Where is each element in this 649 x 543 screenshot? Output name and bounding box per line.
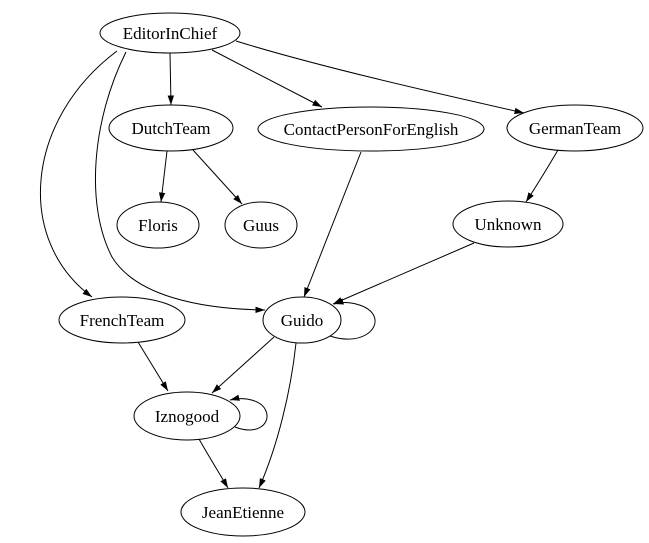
node-label-DutchTeam: DutchTeam — [131, 119, 210, 138]
edge-EditorInChief-ContactPersonForEnglish — [211, 49, 323, 108]
node-ellipse-JeanEtienne — [180, 487, 306, 537]
edge-GermanTeam-Unknown — [525, 149, 559, 203]
node-label-Guus: Guus — [243, 216, 279, 235]
node-JeanEtienne: JeanEtienne — [180, 487, 306, 537]
node-label-FrenchTeam: FrenchTeam — [80, 311, 165, 330]
node-Floris: Floris — [116, 201, 200, 249]
edge-DutchTeam-Guus — [192, 149, 243, 205]
edge-Iznogood-Iznogood-selfloop — [229, 394, 268, 431]
node-label-ContactPersonForEnglish: ContactPersonForEnglish — [284, 120, 459, 139]
node-ellipse-GermanTeam — [506, 104, 644, 152]
edge-Guido-JeanEtienne — [258, 342, 297, 489]
node-Guus: Guus — [224, 201, 298, 249]
node-FrenchTeam: FrenchTeam — [58, 296, 186, 344]
node-Iznogood: Iznogood — [133, 391, 241, 441]
node-label-Unknown: Unknown — [474, 215, 542, 234]
node-ContactPersonForEnglish: ContactPersonForEnglish — [257, 106, 485, 152]
node-Guido: Guido — [262, 296, 342, 344]
edge-FrenchTeam-Iznogood — [137, 341, 169, 392]
edge-Unknown-Guido — [332, 242, 475, 305]
node-GermanTeam: GermanTeam — [506, 104, 644, 152]
node-ellipse-DutchTeam — [108, 104, 234, 152]
edge-EditorInChief-FrenchTeam — [40, 50, 118, 298]
node-ellipse-Floris — [116, 201, 200, 249]
node-label-EditorInChief: EditorInChief — [123, 24, 218, 43]
node-ellipse-Unknown — [452, 200, 564, 248]
edges-layer — [40, 40, 559, 489]
edge-EditorInChief-DutchTeam — [167, 52, 175, 106]
node-label-Iznogood: Iznogood — [155, 407, 220, 426]
node-label-GermanTeam: GermanTeam — [529, 119, 621, 138]
node-label-Floris: Floris — [138, 216, 178, 235]
edge-Guido-Guido-selfloop — [329, 298, 376, 340]
edge-DutchTeam-Floris — [158, 150, 168, 203]
node-ellipse-EditorInChief — [99, 12, 241, 54]
edge-Guido-Iznogood — [211, 336, 275, 394]
edge-EditorInChief-GermanTeam — [235, 40, 525, 115]
node-ellipse-Guido — [262, 296, 342, 344]
node-ellipse-ContactPersonForEnglish — [257, 106, 485, 152]
node-label-JeanEtienne: JeanEtienne — [202, 503, 284, 522]
node-DutchTeam: DutchTeam — [108, 104, 234, 152]
node-ellipse-FrenchTeam — [58, 296, 186, 344]
edge-ContactPersonForEnglish-Guido — [303, 151, 362, 298]
node-ellipse-Iznogood — [133, 391, 241, 441]
edge-Iznogood-JeanEtienne — [198, 438, 229, 489]
node-EditorInChief: EditorInChief — [99, 12, 241, 54]
node-label-Guido: Guido — [281, 311, 324, 330]
node-ellipse-Guus — [224, 201, 298, 249]
node-Unknown: Unknown — [452, 200, 564, 248]
edge-EditorInChief-Guido — [94, 51, 266, 314]
